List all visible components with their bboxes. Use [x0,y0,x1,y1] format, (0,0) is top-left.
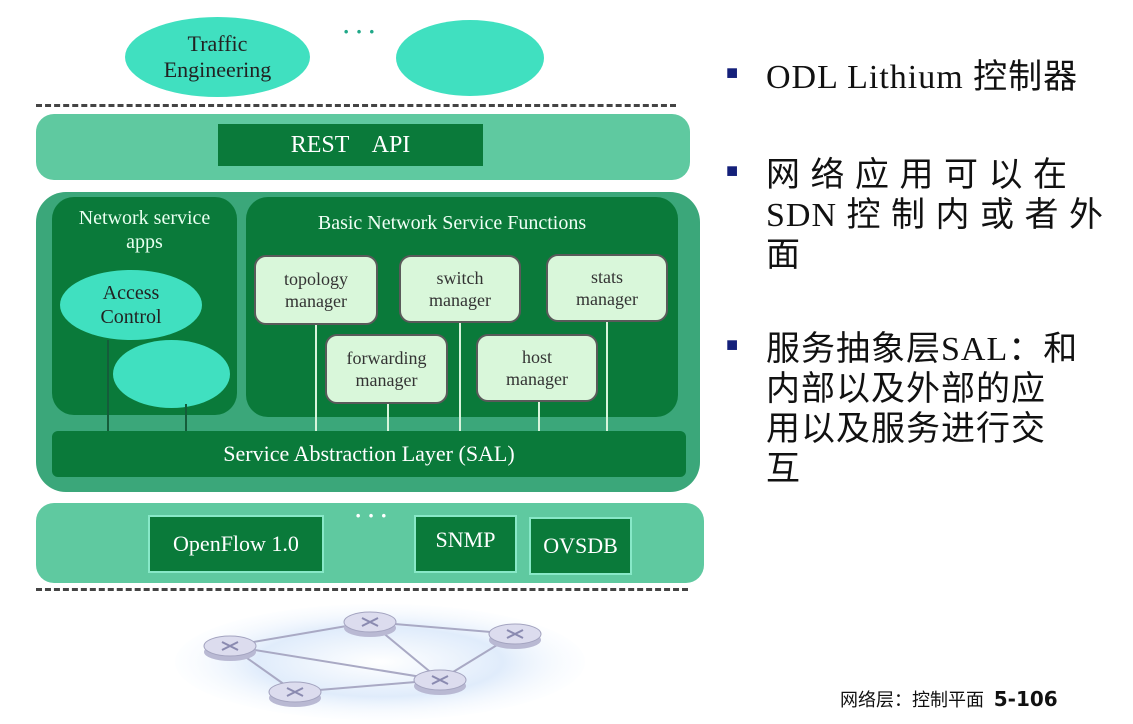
traffic-engineering-app: Traffic Engineering [125,17,310,97]
topology-manager: topology manager [254,255,378,325]
bullet-text: 服务抽象层SAL：和 内部以及外部的应 用以及服务进行交 互 [766,331,1079,488]
router-icon [488,623,542,649]
switch-manager: switch manager [399,255,521,323]
forwarding-connector [387,403,389,431]
rest-api-box: REST API [218,124,483,166]
bullet-text: ODL Lithium 控制器 [766,59,1079,96]
router-icon [343,611,397,637]
square-bullet-icon: ■ [726,334,739,356]
basic-functions-title: Basic Network Service Functions [317,211,587,234]
square-bullet-icon: ■ [726,62,739,84]
square-bullet-icon: ■ [726,160,739,182]
bullet-text: 网 络 应 用 可 以 在 SDN 控 制 内 或 者 外 面 [766,157,1105,274]
stats-connector [606,321,608,431]
southbound-ellipsis: · · · [354,503,388,528]
topology-connector [315,325,317,431]
other-internal-app [113,340,230,408]
router-icon [203,635,257,661]
footer-label: 网络层：控制平面 [840,690,984,711]
other-app-connector [185,404,187,432]
router-icon [413,669,467,695]
network-illustration [175,604,585,720]
slide-footer: 网络层：控制平面 5-106 [840,686,1120,714]
northbound-divider [36,104,676,107]
network-service-apps-title: Network service apps [78,207,211,253]
snmp-plugin: SNMP [414,515,517,573]
service-abstraction-layer: Service Abstraction Layer (SAL) [52,431,686,477]
page-number: 5-106 [993,687,1058,711]
forwarding-manager: forwarding manager [325,334,448,404]
host-manager: host manager [476,334,598,402]
host-connector [538,401,540,431]
openflow-plugin: OpenFlow 1.0 [148,515,324,573]
apps-ellipsis: · · · [342,19,376,44]
stats-manager: stats manager [546,254,668,322]
access-control-connector [107,340,109,432]
router-icon [268,681,322,707]
ovsdb-plugin: OVSDB [529,517,632,575]
access-control-app: Access Control [60,270,202,340]
southbound-divider [36,588,688,591]
switch-connector [459,323,461,431]
other-app-ellipse [396,20,544,96]
